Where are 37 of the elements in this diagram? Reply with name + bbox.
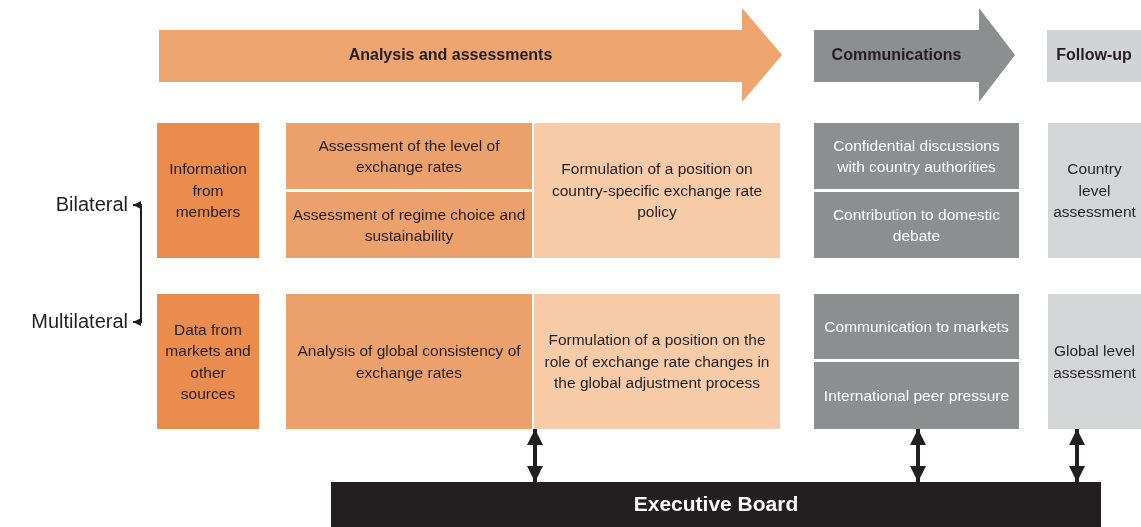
- process-box: [814, 192, 1019, 258]
- phase-title: Analysis and assessments: [348, 44, 553, 65]
- box-text: International peer pressure: [823, 385, 1010, 406]
- box-text: Formulation of a position on country-specific exchange rate policy: [550, 159, 764, 223]
- process-box: [814, 294, 1019, 359]
- board-bar: [331, 482, 1101, 527]
- process-box: [286, 294, 532, 429]
- board-title: Executive Board: [633, 491, 799, 517]
- box-text: Analysis of global consistency of exchange rates: [296, 341, 522, 383]
- process-box: [1048, 123, 1141, 258]
- row-label: Bilateral: [14, 190, 132, 220]
- box-text: Country level assessment: [1053, 159, 1136, 223]
- box-text: Confidential discussions with country authorities: [832, 135, 1001, 177]
- process-box: [1048, 294, 1141, 429]
- box-text: Assessment of regime choice and sustainability: [292, 204, 526, 246]
- row-label: Multilateral: [8, 307, 132, 337]
- process-box: [157, 123, 259, 258]
- process-box: [157, 294, 259, 429]
- phase-title: Communications: [831, 44, 962, 65]
- box-text: Assessment of the level of exchange rates: [317, 135, 501, 177]
- box-text: Information from members: [168, 159, 248, 223]
- process-box: [534, 123, 780, 258]
- box-text: Contribution to domestic debate: [831, 204, 1002, 246]
- process-box: [534, 294, 780, 429]
- box-text: Global level assessment: [1053, 341, 1136, 383]
- process-box: [286, 192, 532, 258]
- process-box: [814, 123, 1019, 189]
- process-box: [814, 362, 1019, 429]
- double-headed-arrow: [132, 201, 142, 326]
- double-arrow: [527, 429, 543, 482]
- phase-title: Follow-up: [1056, 44, 1132, 65]
- box-text: Data from markets and other sources: [164, 319, 252, 404]
- process-box: [286, 123, 532, 189]
- box-text: Communication to markets: [824, 316, 1009, 337]
- box-text: Formulation of a position on the role of exchange rate changes in the global adjustment process: [543, 330, 771, 394]
- double-arrow: [1069, 429, 1085, 482]
- double-arrow: [910, 429, 926, 482]
